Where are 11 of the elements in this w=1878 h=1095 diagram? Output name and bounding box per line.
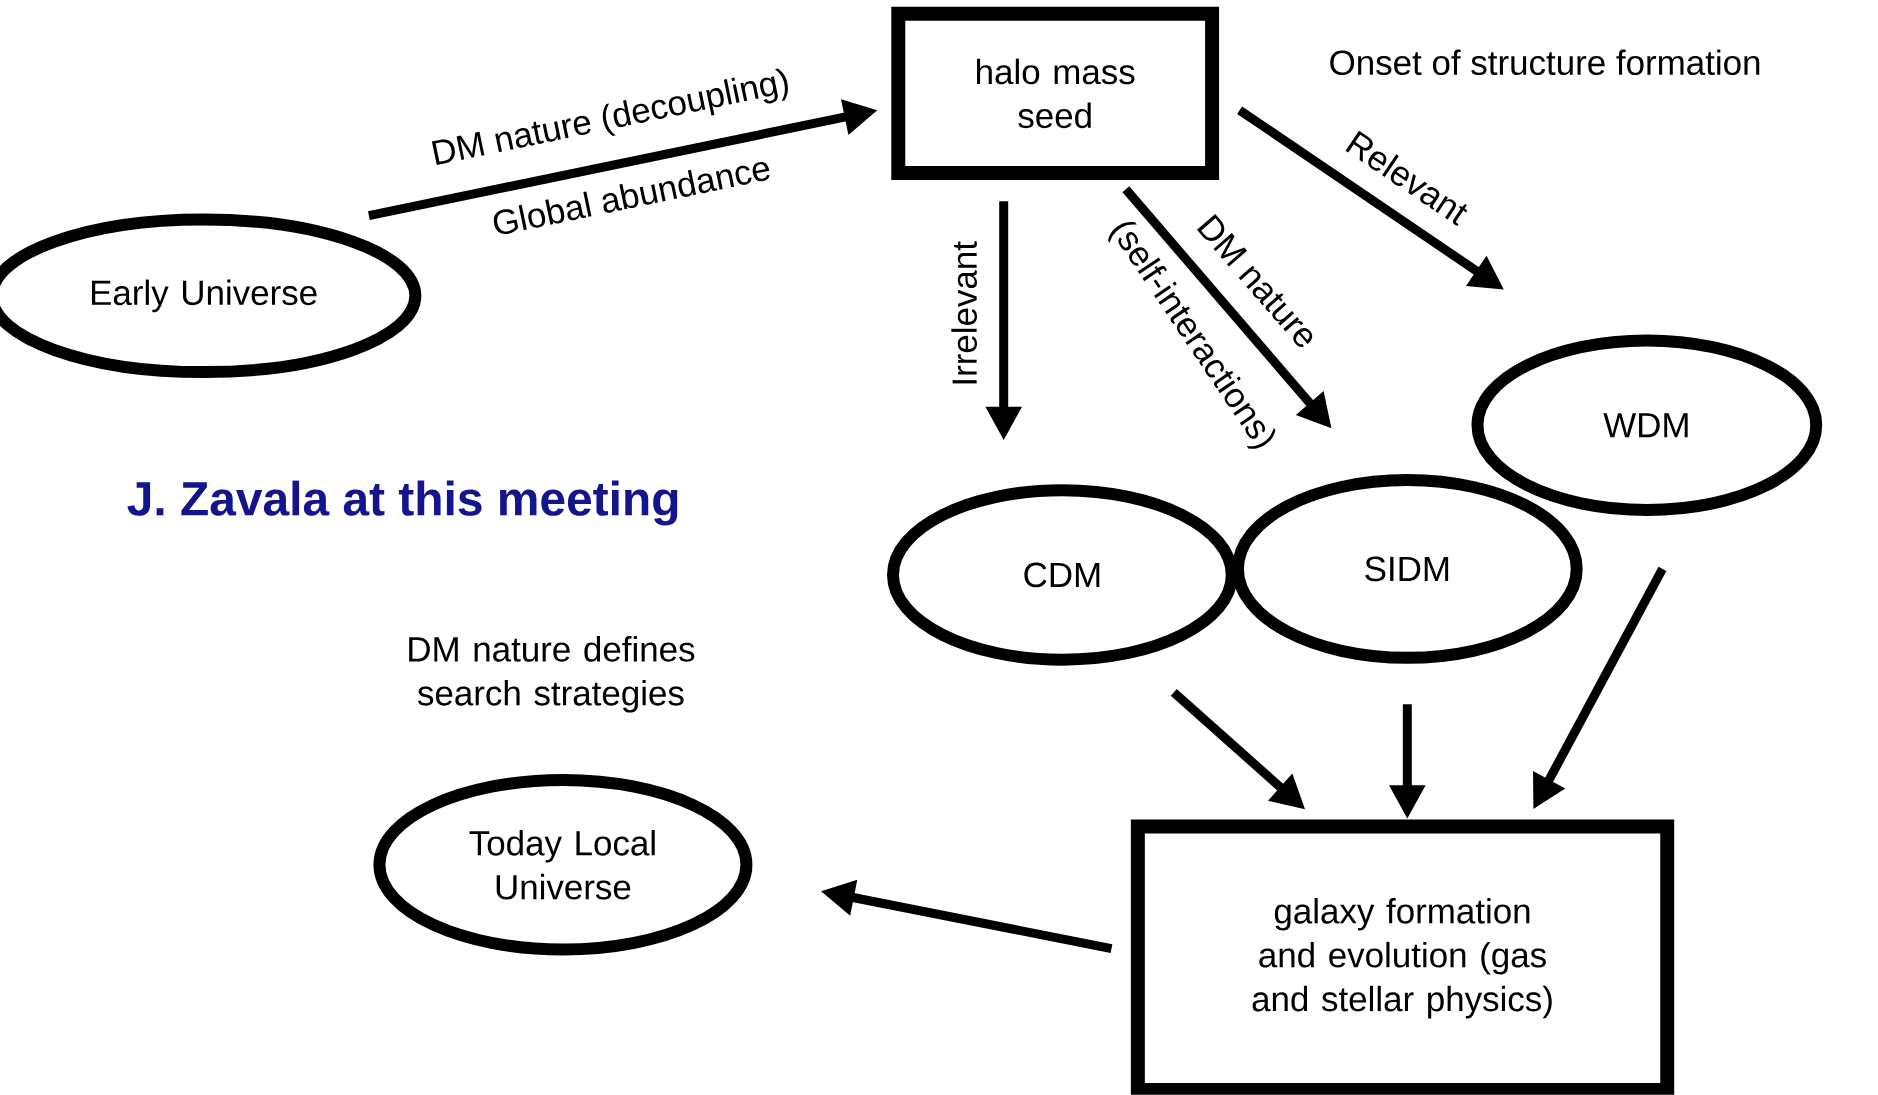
edge-label: Irrelevant <box>951 241 977 384</box>
ellipse-node: CDM <box>887 484 1238 666</box>
label-text: Global abundance <box>493 162 770 235</box>
credit-text: J. Zavala at this meeting <box>127 480 678 526</box>
process-box: galaxy formation and evolution (gas and stellar physics) <box>1130 819 1675 1095</box>
process-box: halo mass seed <box>891 6 1220 181</box>
caption-text: DM nature defines search strategies <box>409 636 695 713</box>
ellipse-node: WDM <box>1471 334 1823 517</box>
ellipse-node: Today Local Universe <box>373 774 753 956</box>
ellipse-node: SIDM <box>1231 474 1583 664</box>
annotation-text: Onset of structure formation <box>1330 49 1760 76</box>
